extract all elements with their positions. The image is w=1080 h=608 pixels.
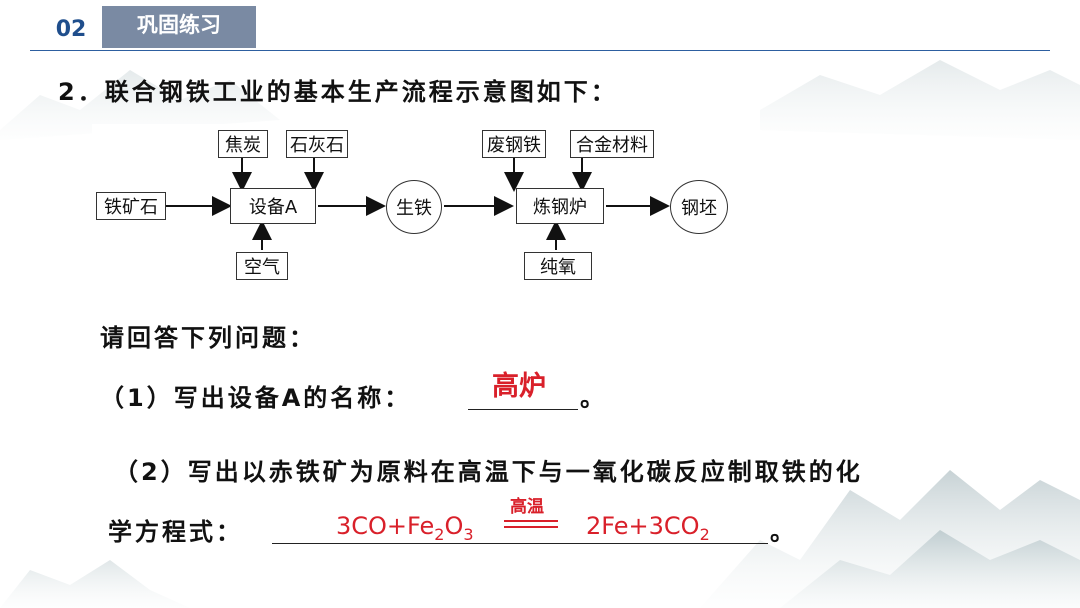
equation-right: 2Fe+3CO2 [586,512,710,544]
box-iron-ore: 铁矿石 [96,192,166,220]
flow-diagram: 焦炭 石灰石 铁矿石 设备A 空气 生铁 废钢铁 合金材料 炼钢炉 纯氧 钢坯 [92,124,736,284]
box-device-a: 设备A [230,188,316,224]
header-divider [30,50,1050,51]
circle-billet: 钢坯 [670,180,728,234]
box-coke: 焦炭 [218,130,268,158]
box-pure-oxygen: 纯氧 [524,252,592,280]
section-title: 巩固练习 [102,6,256,48]
question-1-end: 。 [580,384,607,412]
question-2-end: 。 [770,518,797,546]
equation-condition: 高温 [510,497,544,517]
box-limestone: 石灰石 [286,130,348,158]
answer-2-blank [272,543,768,544]
question-2-line1: （2）写出以赤铁矿为原料在高温下与一氧化碳反应制取铁的化 [114,458,863,486]
answer-1-blank [468,409,578,410]
circle-pig-iron: 生铁 [386,180,442,234]
question-2-line2: 学方程式： [108,518,243,546]
question-1: （1）写出设备A的名称： [100,384,412,412]
box-scrap-steel: 废钢铁 [482,130,546,158]
equation-equals-sign [504,520,558,528]
section-number: 02 [55,16,87,42]
box-furnace: 炼钢炉 [516,188,604,224]
box-air: 空气 [236,252,288,280]
answer-1: 高炉 [492,371,546,402]
flow-arrows [166,158,670,250]
box-alloy: 合金材料 [570,130,654,158]
prompt-text: 请回答下列问题： [100,324,316,352]
equation-left: 3CO+Fe2O3 [336,512,474,544]
question-title: 2．联合钢铁工业的基本生产流程示意图如下： [58,78,618,106]
